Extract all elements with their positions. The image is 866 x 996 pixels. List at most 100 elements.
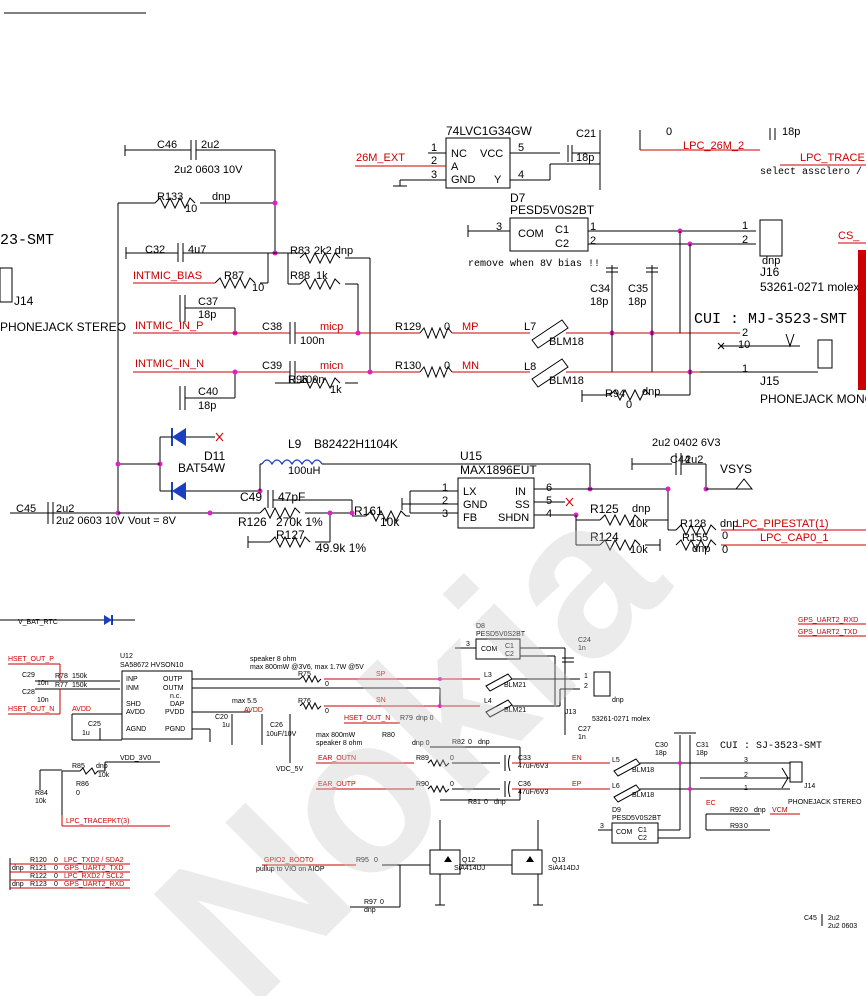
d7-pin1: 1 [590,221,596,233]
net-gps-uart2-txd-r: GPS_UART2_TXD [798,629,857,636]
r79-label: R79 [400,715,413,722]
r92-label: R92 [730,807,743,814]
d9-c1: C1 [638,827,647,834]
r88-label: R88 [290,270,310,282]
lbl-zero-top: 0 [666,126,672,138]
r161-value: 10k [380,515,400,529]
u15-ss: SS [515,499,530,511]
c37-label: C37 [198,296,218,308]
r86-label: R86 [76,781,89,788]
left-smt: 23-SMT [0,232,54,249]
c46-label: C46 [157,139,177,151]
note-max800: max 800mW [316,732,356,739]
u15-part: MAX1896EUT [460,463,537,477]
u12-part: SA58672 HVSON10 [120,662,184,669]
net-cs: CS_ [838,230,860,242]
j16-dnp: dnp [762,255,780,267]
cui-mj3523: CUI : MJ-3523-SMT [694,311,847,328]
r123-label: R123 [30,881,47,888]
r96-label: R96 [288,374,308,386]
c28-value: 10n [37,697,49,704]
pin-a: A [451,161,459,173]
c25-value: 1u [82,730,90,737]
r155-dnp: dnp [692,543,710,555]
r133-value: 10 [185,203,197,215]
c20-value: 1u [222,722,230,729]
j13-body [593,671,611,697]
r130-value: 0 [444,360,450,372]
cui-sj3523: CUI : SJ-3523-SMT [720,741,822,752]
c36-label: C36 [518,781,531,788]
r121-value: 0 [54,865,58,872]
net-vdc-5v: VDC_5V [276,766,304,773]
r77-value: 150k [72,682,88,689]
j14-left-body [0,267,13,303]
note-speaker: speaker 8 ohm [250,656,296,663]
j15-pin2: 2 [742,327,748,339]
l9-value: 100uH [288,465,320,477]
net-hset-out-n: HSET_OUT_N [8,706,54,713]
u12-inm: INM [126,685,139,692]
u15-in: IN [515,486,526,498]
r94-dnp: dnp [642,386,660,398]
r79-value: dnp 0 [416,715,434,722]
note-speaker8: speaker 8 ohm [316,740,362,747]
pin-num-2: 2 [431,155,437,167]
d9-part: PESD5V0S2BT [612,815,662,822]
u15-fb: FB [463,512,477,524]
r76-value: 0 [325,708,329,715]
c45-desc: 2u2 0603 10V [56,515,125,527]
c33-label: C33 [518,755,531,762]
d7-c2: C2 [555,238,569,250]
net-avdd-1: AVDD [244,707,263,714]
j16-part: 53261-0271 molex [760,280,859,294]
c46-desc: 2u2 0603 10V [174,164,243,176]
c35-label: C35 [628,283,648,295]
u12-outp: OUTP [163,676,183,683]
c32-value: 4u7 [188,244,206,256]
lbl-18p-top: 18p [782,126,800,138]
j13-label: J13 [565,709,576,716]
r92-dnp: dnp [754,807,766,814]
r125-label: R125 [590,502,619,516]
r126-label: R126 [238,515,267,529]
d9-pin3: 3 [600,823,604,830]
c31-value: 18p [696,750,708,757]
j14-left-label: J14 [14,294,34,308]
j15-body [817,339,833,369]
net-gps-uart2-txd: GPS_UART2_TXD [64,865,123,872]
c49-label: C49 [240,490,262,504]
d7-part: PESD5V0S2BT [510,203,595,217]
u15-p2: 2 [442,495,448,507]
pin-vcc: VCC [480,148,503,160]
l8-part: BLM18 [549,375,584,387]
net-vcm: VCM [772,807,788,814]
net-gps-uart2-rxd: GPS_UART2_RXD [64,881,124,888]
c34-value: 18p [590,296,608,308]
note-max55: max 5.5 [232,698,257,705]
r90-label: R90 [416,781,429,788]
net-lpc-tracepkt: LPC_TRACEPKT(3) [66,818,129,825]
l7-part: BLM18 [549,336,584,348]
r85-dnp: dnp [96,763,108,770]
net-gps-uart2-rxd-r: GPS_UART2_RXD [798,617,858,624]
u12-nc: n.c. [170,693,181,700]
l9-part: B82422H1104K [314,437,398,451]
r130-label: R130 [395,360,421,372]
r121-dnp: dnp [12,865,24,872]
red-bar [858,250,866,390]
c38-value: 100n [300,335,324,347]
c25-label: C25 [88,721,101,728]
r82-label: R82 [452,739,465,746]
c49-value: 47pF [278,490,305,504]
u12-pgnd: PGND [165,726,185,733]
net-sn: SN [376,697,386,704]
pin-num-4: 4 [518,169,524,181]
net-vsys: VSYS [720,462,752,476]
u15-lx: LX [463,486,477,498]
u15-body [457,477,535,529]
c44-label: C44 [670,454,690,466]
r127-label: R127 [276,528,305,542]
r82-value: 0 [468,739,472,746]
